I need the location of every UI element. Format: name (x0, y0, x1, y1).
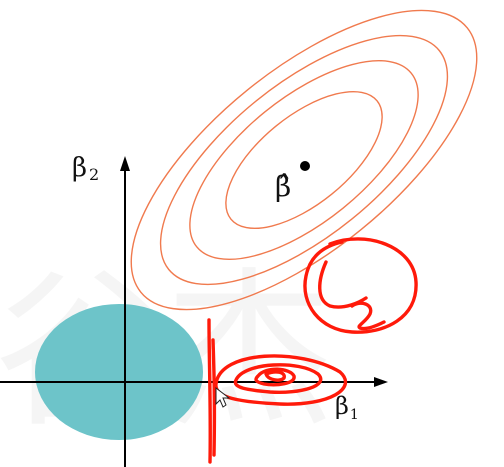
loss-contours (130, 9, 478, 311)
contour-middle (189, 59, 419, 261)
x-axis-label-base: β (335, 392, 349, 420)
x-axis-label-sub: 1 (350, 407, 359, 423)
handwritten-digit-2 (350, 301, 386, 331)
x-axis-label: β1 (335, 392, 359, 423)
y-axis-label-sub: 2 (89, 165, 99, 184)
handwritten-contour-core (264, 370, 286, 382)
cursor-icon (215, 386, 231, 408)
y-axis-label-base: β (72, 153, 87, 183)
contour-third (159, 34, 449, 286)
handwritten-contour-inner (254, 367, 296, 387)
beta-hat-point (300, 161, 310, 171)
contour-inner (225, 90, 383, 230)
handwritten-tangent-line (207, 318, 212, 464)
contour-outer (130, 9, 478, 311)
l2-constraint-disk (35, 304, 203, 440)
axes (0, 156, 388, 467)
handwritten-tangent-line-2 (211, 338, 217, 457)
x-axis-arrow (374, 377, 388, 387)
handwritten-contour-middle (233, 363, 323, 395)
handwritten-contour-outer (214, 354, 348, 406)
handwritten-circle (303, 237, 418, 334)
y-axis-arrow (120, 156, 130, 171)
beta-hat-label: β̂ (275, 170, 291, 203)
handwriting (207, 237, 418, 464)
